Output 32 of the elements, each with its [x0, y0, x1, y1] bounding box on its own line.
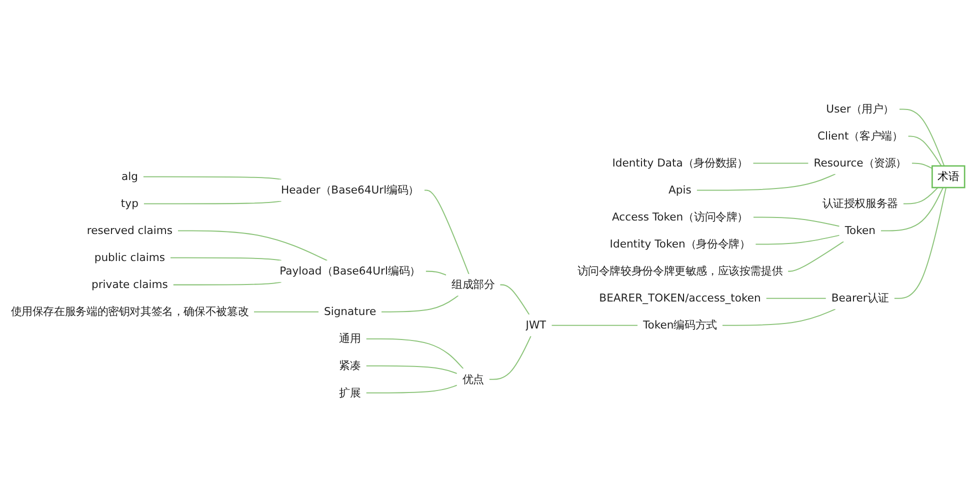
- branch-line: [254, 311, 319, 312]
- branch-line: [178, 230, 328, 261]
- branch-line: [696, 174, 836, 191]
- branch-line: [366, 365, 458, 374]
- branch-line: [500, 284, 530, 315]
- branch-line: [143, 176, 282, 180]
- topic-text: Header（Base64Url编码）: [276, 179, 424, 202]
- branch-line: [894, 187, 947, 299]
- branch-line: [756, 234, 840, 245]
- branch-line: [424, 190, 470, 274]
- branch-line: [788, 241, 844, 272]
- branch-line: [489, 336, 532, 380]
- branch-line: [170, 257, 282, 261]
- branch-line: [753, 162, 808, 164]
- branch-line: [426, 270, 446, 276]
- branch-line: [908, 136, 942, 166]
- branch-line: [366, 338, 464, 369]
- branch-line: [382, 295, 459, 312]
- branch-line: [366, 384, 458, 394]
- branch-line: [912, 162, 932, 169]
- topic-text: Payload（Base64Url编码）: [274, 260, 426, 282]
- root-topic-box: 术语: [932, 165, 966, 188]
- branch-line: [173, 282, 282, 286]
- branch-line: [722, 308, 836, 326]
- branch-line: [552, 324, 638, 326]
- branch-line: [899, 108, 945, 166]
- topic-text: 组成部分: [446, 274, 500, 296]
- branch-line: [753, 216, 840, 227]
- branch-line: [903, 187, 938, 204]
- branch-line: [766, 298, 826, 299]
- branch-line: [880, 187, 944, 232]
- branch-line: [144, 200, 282, 204]
